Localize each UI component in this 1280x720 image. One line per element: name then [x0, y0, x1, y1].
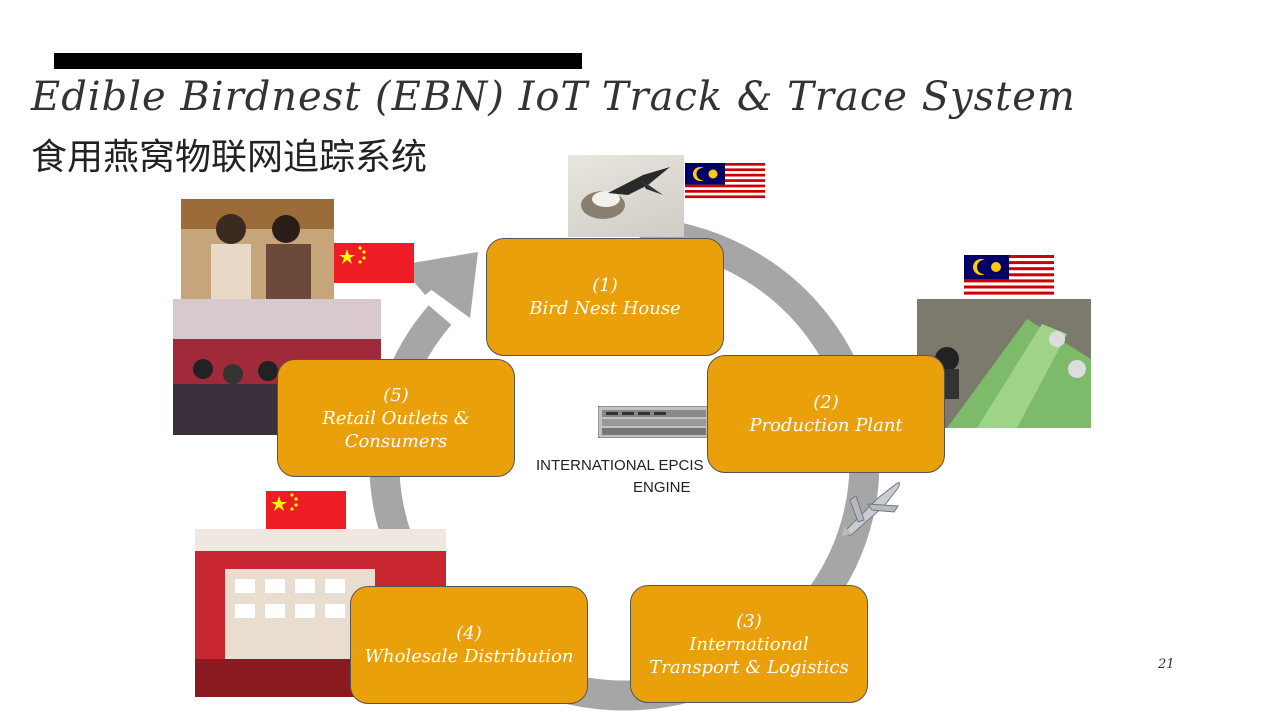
stage-label-line1: International	[689, 633, 809, 655]
slide-subtitle-chinese: 食用燕窝物联网追踪系统	[31, 137, 428, 178]
epcis-engine-label: INTERNATIONAL EPCIS ENGINE	[536, 455, 786, 499]
stage-number: (4)	[456, 623, 482, 644]
stage-bird-nest-house: (1) Bird Nest House	[486, 238, 724, 356]
airplane-icon	[838, 476, 904, 538]
stage-number: (2)	[813, 392, 839, 413]
bird-nest-photo	[568, 155, 684, 237]
consumers-photo	[181, 199, 334, 299]
malaysia-flag	[964, 255, 1054, 298]
stage-label: Bird Nest House	[529, 298, 681, 319]
china-flag	[266, 491, 346, 529]
stage-label-line1: Retail Outlets &	[322, 407, 470, 429]
stage-label: Wholesale Distribution	[364, 646, 574, 667]
stage-number: (3)	[736, 610, 762, 632]
stage-retail-outlets: (5) Retail Outlets & Consumers	[277, 359, 515, 477]
china-flag	[334, 243, 414, 283]
stage-label-line2: Transport & Logistics	[649, 656, 849, 678]
stage-label: Production Plant	[749, 415, 903, 436]
title-accent-bar	[54, 53, 582, 69]
stage-wholesale-distribution: (4) Wholesale Distribution	[350, 586, 588, 704]
engine-label-line2: ENGINE	[633, 479, 691, 496]
stage-label-line2: Consumers	[344, 430, 448, 452]
stage-number: (1)	[592, 275, 618, 296]
stage-number: (5)	[383, 384, 409, 406]
slide-title: Edible Birdnest (EBN) IoT Track & Trace …	[31, 74, 1076, 120]
server-icon	[598, 406, 710, 438]
stage-production-plant: (2) Production Plant	[707, 355, 945, 473]
malaysia-flag	[685, 163, 765, 201]
stage-international-transport: (3) International Transport & Logistics	[630, 585, 868, 703]
page-number: 21	[1158, 657, 1175, 672]
engine-label-line1: INTERNATIONAL EPCIS	[536, 457, 704, 474]
production-plant-photo	[917, 299, 1091, 428]
